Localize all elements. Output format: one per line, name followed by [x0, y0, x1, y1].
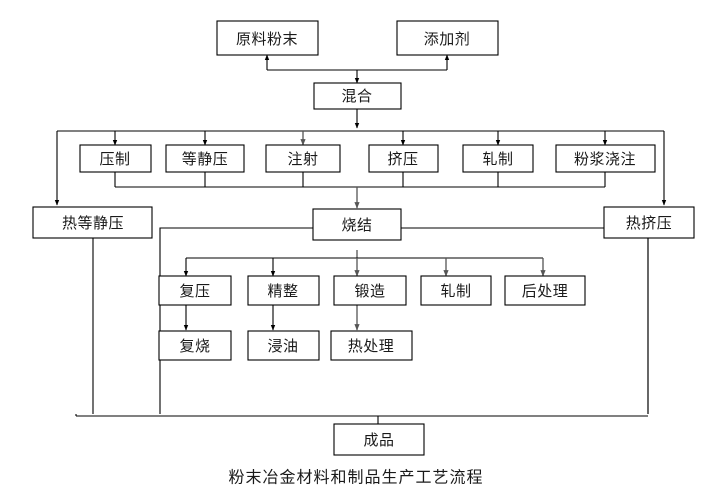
node-hot-extrusion-box[interactable]: [603, 206, 695, 239]
node-isostatic-label: 等静压: [182, 150, 229, 168]
connector-group-top: [264, 54, 450, 84]
node-rolling-box[interactable]: [462, 144, 534, 173]
node-raw-powder-box[interactable]: [216, 20, 319, 56]
connector-group-final: [75, 238, 649, 424]
node-raw-powder[interactable]: 原料粉末: [216, 20, 319, 56]
node-slurry-casting-box[interactable]: [555, 144, 656, 173]
connector-group-post: [159, 227, 649, 414]
node-injection[interactable]: 注射: [265, 144, 341, 173]
node-forging-label: 锻造: [354, 282, 385, 300]
node-rolling2[interactable]: 轧制: [420, 275, 492, 306]
node-mixing[interactable]: 混合: [313, 82, 402, 110]
node-hot-isostatic-label: 热等静压: [62, 214, 124, 232]
node-finished-product-label: 成品: [363, 431, 394, 449]
node-resintering[interactable]: 复烧: [158, 330, 232, 361]
node-forging-box[interactable]: [333, 275, 407, 306]
node-heat-treatment[interactable]: 热处理: [330, 330, 413, 361]
node-repressing-label: 复压: [179, 282, 210, 300]
node-oil-impregnation-label: 浸油: [267, 337, 298, 355]
node-resintering-box[interactable]: [158, 330, 232, 361]
node-sizing-box[interactable]: [247, 275, 320, 306]
connector-group-sintering-input: [114, 172, 606, 209]
node-additive-label: 添加剂: [424, 30, 471, 48]
node-repressing[interactable]: 复压: [158, 275, 232, 306]
node-hot-isostatic[interactable]: 热等静压: [32, 206, 153, 239]
node-forging[interactable]: 锻造: [333, 275, 407, 306]
node-oil-impregnation-box[interactable]: [247, 330, 320, 361]
node-additive-box[interactable]: [396, 20, 499, 56]
node-pressing[interactable]: 压制: [79, 144, 152, 173]
node-sintering[interactable]: 烧结: [312, 208, 402, 241]
node-post-treatment-box[interactable]: [504, 275, 586, 306]
node-mixing-label: 混合: [341, 87, 372, 105]
node-isostatic-box[interactable]: [165, 144, 245, 173]
node-rolling-label: 轧制: [482, 150, 513, 168]
node-pressing-box[interactable]: [79, 144, 152, 173]
node-oil-impregnation[interactable]: 浸油: [247, 330, 320, 361]
node-sintering-label: 烧结: [341, 216, 372, 234]
node-rolling2-label: 轧制: [440, 282, 471, 300]
node-post-treatment-label: 后处理: [522, 282, 569, 300]
connector-group-distribution: [54, 108, 667, 206]
node-mixing-box[interactable]: [313, 82, 402, 110]
connector-sintering-bypass: [159, 227, 313, 414]
node-extrusion-label: 挤压: [387, 150, 418, 168]
node-heat-treatment-label: 热处理: [348, 337, 395, 355]
node-finished-product[interactable]: 成品: [333, 423, 425, 456]
node-post-treatment[interactable]: 后处理: [504, 275, 586, 306]
node-hot-isostatic-box[interactable]: [32, 206, 153, 239]
node-injection-label: 注射: [287, 150, 318, 168]
node-repressing-box[interactable]: [158, 275, 232, 306]
node-extrusion[interactable]: 挤压: [368, 144, 439, 173]
node-sizing-label: 精整: [267, 282, 298, 300]
node-slurry-casting-label: 粉浆浇注: [574, 150, 636, 168]
node-sintering-box[interactable]: [312, 208, 402, 241]
node-raw-powder-label: 原料粉末: [236, 30, 298, 48]
node-hot-extrusion[interactable]: 热挤压: [603, 206, 695, 239]
diagram-caption: 粉末冶金材料和制品生产工艺流程: [228, 468, 483, 487]
node-heat-treatment-box[interactable]: [330, 330, 413, 361]
node-isostatic[interactable]: 等静压: [165, 144, 245, 173]
node-resintering-label: 复烧: [179, 337, 210, 355]
node-sizing[interactable]: 精整: [247, 275, 320, 306]
node-injection-box[interactable]: [265, 144, 341, 173]
node-slurry-casting[interactable]: 粉浆浇注: [555, 144, 656, 173]
node-hot-extrusion-label: 热挤压: [626, 214, 673, 232]
node-pressing-label: 压制: [99, 150, 130, 168]
node-rolling2-box[interactable]: [420, 275, 492, 306]
node-rolling[interactable]: 轧制: [462, 144, 534, 173]
node-finished-product-box[interactable]: [333, 423, 425, 456]
node-additive[interactable]: 添加剂: [396, 20, 499, 56]
node-extrusion-box[interactable]: [368, 144, 439, 173]
